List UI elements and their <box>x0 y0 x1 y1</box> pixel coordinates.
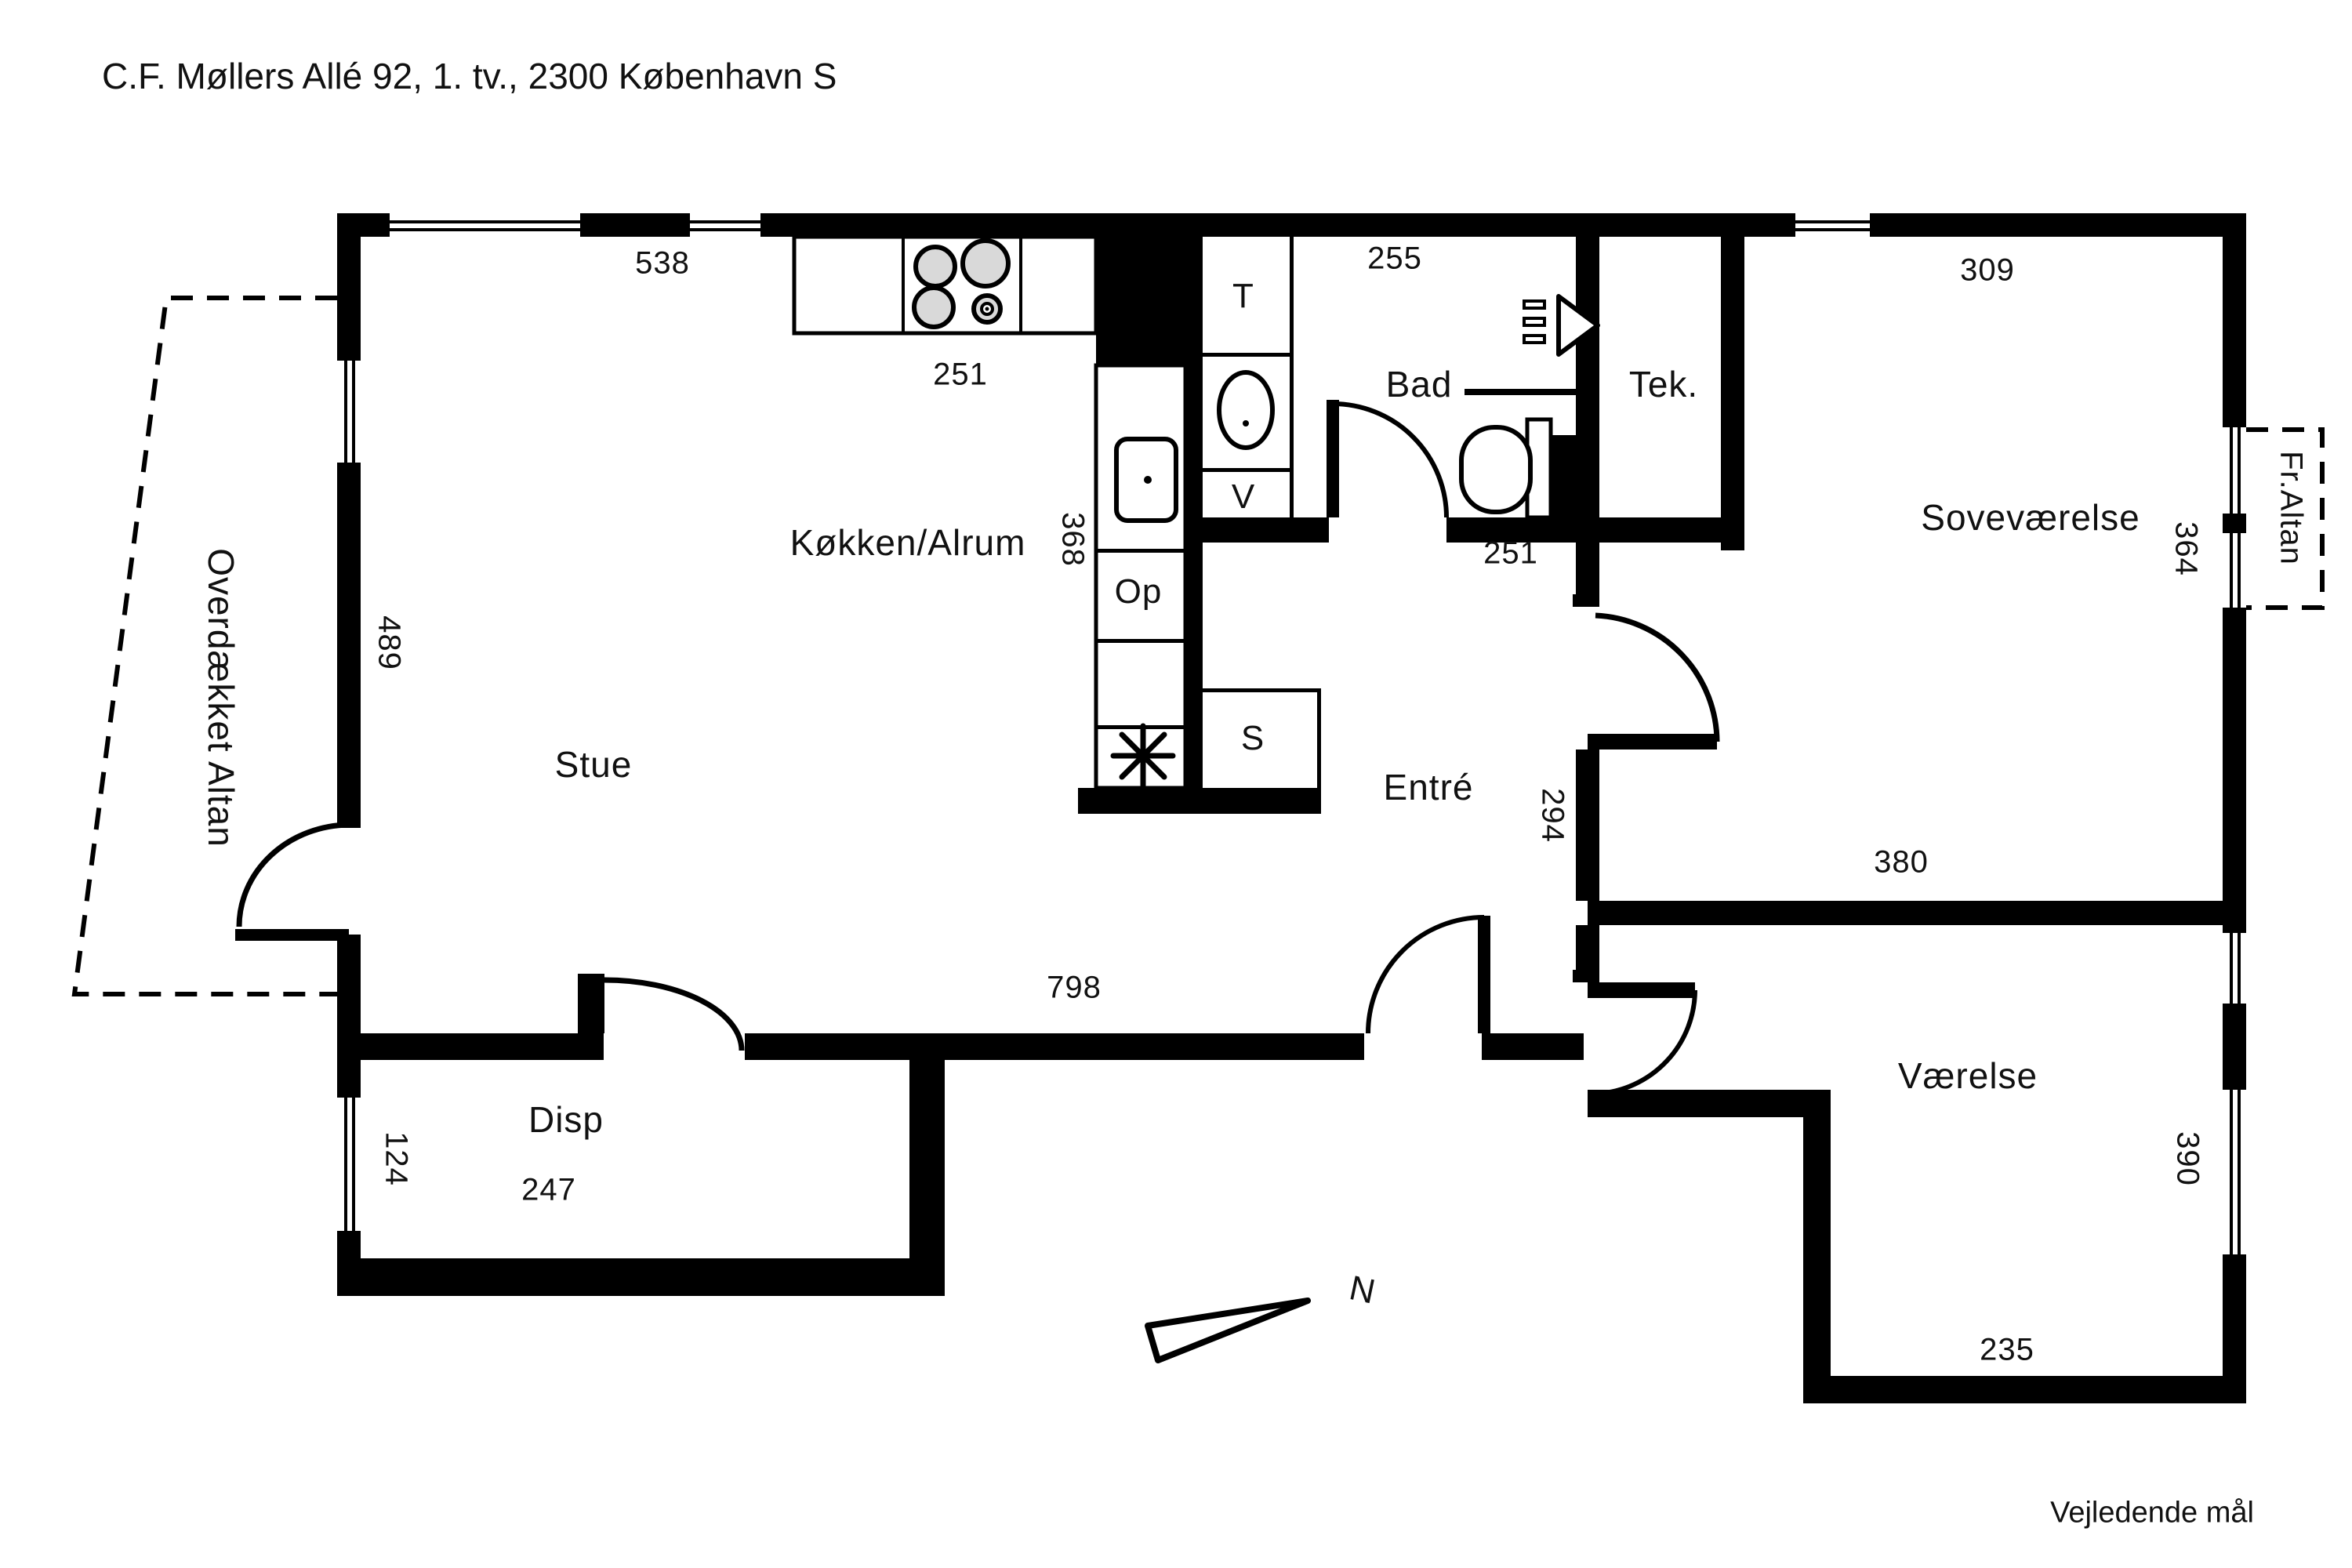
washbasin-icon <box>1217 370 1275 450</box>
balcony-door <box>235 822 350 941</box>
appliance-washer-label: V <box>1231 477 1256 516</box>
bad-door <box>1327 400 1449 518</box>
dim-disp-left: 124 <box>379 1131 414 1186</box>
sovevaerelse-door <box>1588 612 1720 750</box>
front-door <box>1366 915 1490 1034</box>
dim-disp-bottom: 247 <box>521 1172 576 1207</box>
closet-label: S <box>1240 719 1265 757</box>
covered-balcony-outline <box>71 296 337 996</box>
north-arrow-icon <box>1145 1298 1311 1363</box>
window-glazing-lines <box>344 220 2241 1254</box>
kitchen-island <box>1094 363 1188 790</box>
disp-door <box>578 974 745 1051</box>
shower-icon <box>1523 294 1600 357</box>
room-label-vaerelse: Værelse <box>1897 1055 2038 1096</box>
room-label-kokken: Køkken/Alrum <box>789 522 1026 563</box>
room-label-bad: Bad <box>1385 364 1453 405</box>
room-label-tek: Tek. <box>1628 364 1699 405</box>
dim-kitchen-island: 368 <box>1055 512 1091 567</box>
dim-vaerelse-right: 390 <box>2170 1131 2205 1186</box>
vaerelse-door <box>1588 982 1697 1096</box>
dim-stue-top: 538 <box>635 245 690 281</box>
dim-vaerelse-top: 380 <box>1874 844 1929 880</box>
dim-bad-top: 255 <box>1367 241 1422 276</box>
room-label-stue: Stue <box>554 744 633 785</box>
french-balcony-outline <box>2246 427 2325 610</box>
shower-partition <box>1465 389 1576 395</box>
appliance-dryer-label: T <box>1232 277 1254 315</box>
covered-balcony-label: Overdækket Altan <box>201 548 241 848</box>
dim-bad-bottom: 251 <box>1483 535 1538 571</box>
appliance-dishwasher-label: Op <box>1114 572 1163 611</box>
freezer-icon <box>1110 723 1176 789</box>
balcony-outlines <box>71 296 2325 996</box>
dim-sovevaerelse-right: 364 <box>2169 521 2204 576</box>
french-balcony-label: Fr.Altan <box>2274 451 2309 565</box>
room-label-disp: Disp <box>528 1099 604 1140</box>
kitchen-fixtures <box>792 234 1188 790</box>
dim-entre-right: 294 <box>1535 788 1570 843</box>
doors <box>235 400 1720 1096</box>
room-label-sovevaerelse: Soveværelse <box>1921 497 2140 538</box>
dim-bottom-wall: 798 <box>1047 970 1102 1005</box>
dim-sovevaerelse-top: 309 <box>1960 252 2015 288</box>
toilet-icon <box>1459 417 1553 520</box>
room-label-entre: Entré <box>1383 767 1474 808</box>
bathroom-fixtures <box>1203 237 1600 792</box>
dim-vaerelse-bottom: 235 <box>1980 1332 2034 1367</box>
footnote: Vejledende mål <box>2050 1496 2254 1530</box>
stove-icon <box>912 238 1011 329</box>
dim-kitchen-counter: 251 <box>933 357 988 392</box>
dim-stue-left: 489 <box>372 615 407 670</box>
wall-openings <box>337 213 2246 1254</box>
page-title: C.F. Møllers Allé 92, 1. tv., 2300 Køben… <box>102 56 837 96</box>
